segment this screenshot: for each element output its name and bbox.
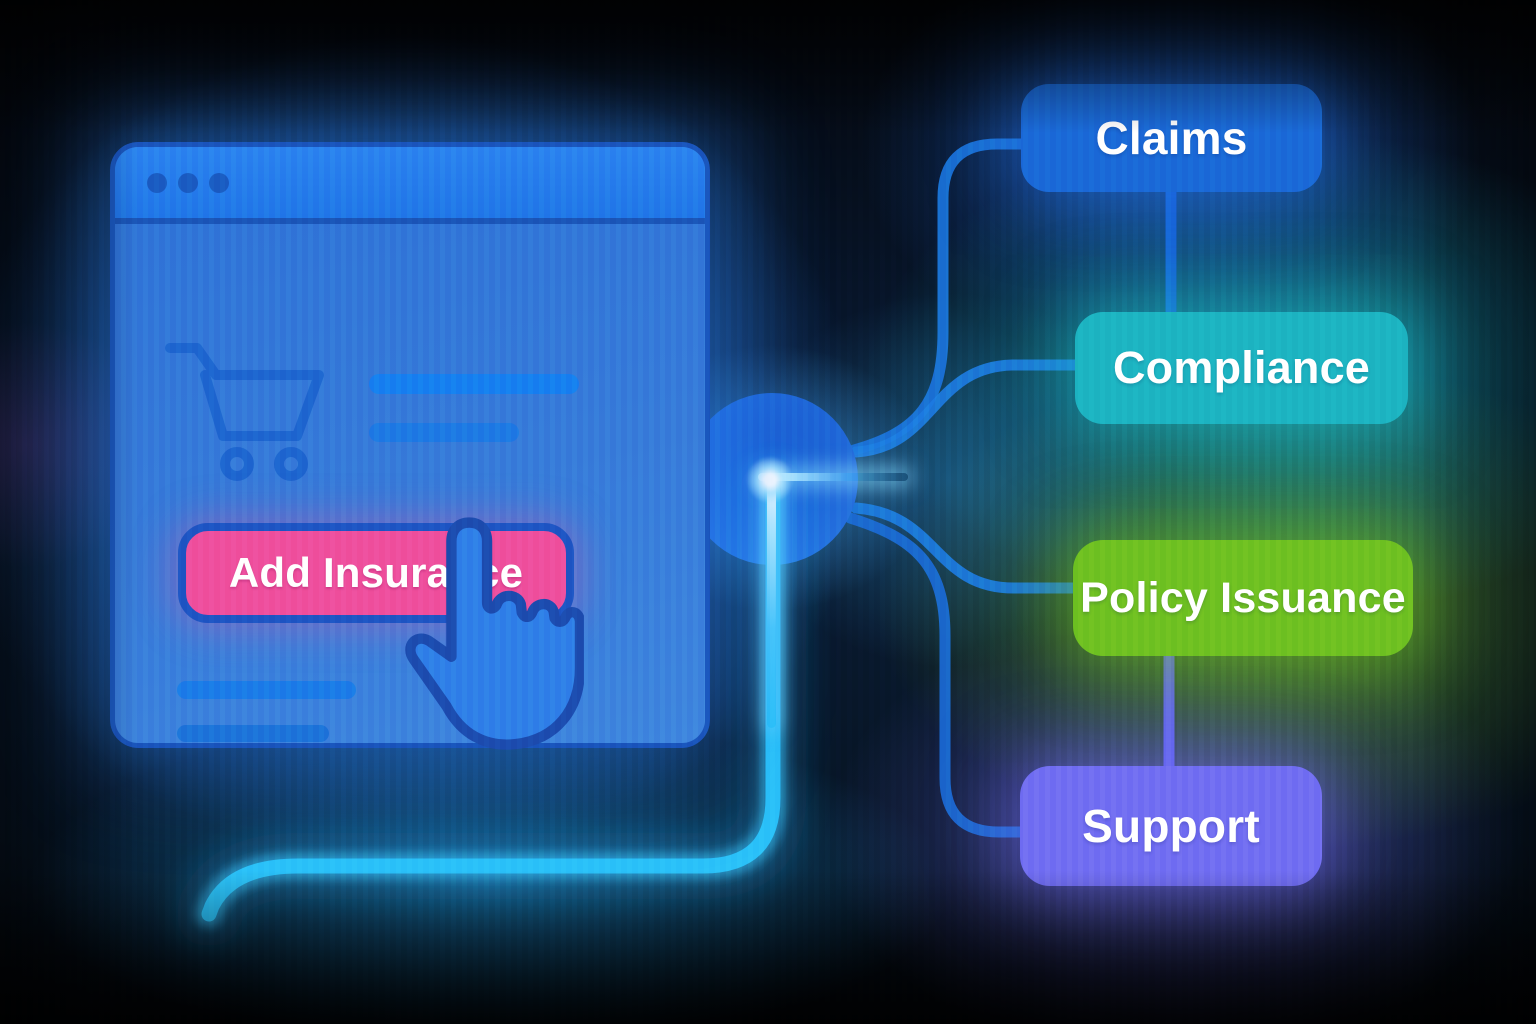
- lens-flare-vertical-beam: [767, 478, 776, 728]
- window-control-dot[interactable]: [209, 173, 229, 193]
- shopping-cart-icon: [165, 343, 324, 481]
- node-claims[interactable]: Claims: [1021, 84, 1322, 192]
- window-control-dot[interactable]: [147, 173, 167, 193]
- node-compliance[interactable]: Compliance: [1075, 312, 1408, 424]
- node-support-label: Support: [1082, 800, 1260, 852]
- browser-titlebar: [115, 147, 705, 224]
- text-placeholder-line: [369, 374, 579, 394]
- window-control-dot[interactable]: [178, 173, 198, 193]
- node-policy-issuance-label: Policy Issuance: [1080, 573, 1406, 622]
- node-claims-label: Claims: [1095, 112, 1248, 164]
- text-placeholder-line: [177, 681, 356, 699]
- hand-pointer-cursor-icon: [405, 517, 584, 750]
- node-support[interactable]: Support: [1020, 766, 1322, 886]
- node-compliance-label: Compliance: [1112, 342, 1371, 393]
- node-policy-issuance[interactable]: Policy Issuance: [1073, 540, 1413, 656]
- window-controls: [147, 173, 229, 193]
- text-placeholder-line: [177, 725, 329, 742]
- lens-flare-core: [746, 456, 794, 504]
- text-placeholder-line: [369, 423, 519, 442]
